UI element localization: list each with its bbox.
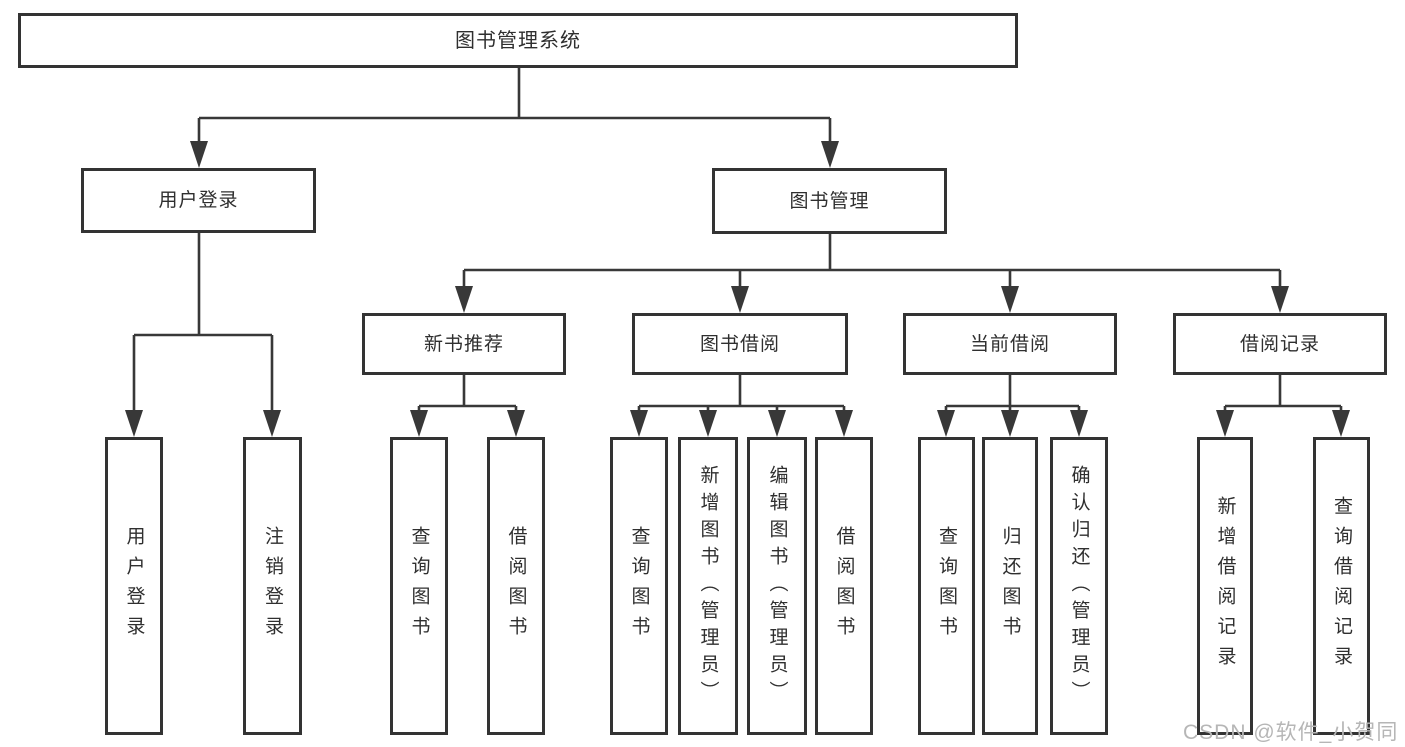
- node-current-borrow: 当前借阅: [903, 313, 1117, 375]
- arrow-down-icon: [1070, 410, 1088, 437]
- leaf-confirm-return-admin: 确认归还（管理员）: [1050, 437, 1108, 735]
- leaf-add-borrow-record: 新增借阅记录: [1197, 437, 1253, 735]
- arrow-down-icon: [1216, 410, 1234, 437]
- arrow-down-icon: [1271, 286, 1289, 313]
- arrow-down-icon: [507, 410, 525, 437]
- node-new-book-recommend: 新书推荐: [362, 313, 566, 375]
- arrow-down-icon: [190, 141, 208, 168]
- arrow-down-icon: [1001, 286, 1019, 313]
- leaf-edit-books-admin: 编辑图书（管理员）: [747, 437, 807, 735]
- csdn-watermark: CSDN @软件_小贺同学: [1183, 721, 1399, 744]
- arrow-down-icon: [455, 286, 473, 313]
- leaf-return-books: 归还图书: [982, 437, 1038, 735]
- arrow-down-icon: [125, 410, 143, 437]
- arrow-down-icon: [731, 286, 749, 313]
- leaf-borrow-books: 借阅图书: [815, 437, 873, 735]
- leaf-query-books: 查询图书: [390, 437, 448, 735]
- leaf-query-books: 查询图书: [918, 437, 975, 735]
- node-book-borrow: 图书借阅: [632, 313, 848, 375]
- arrow-down-icon: [937, 410, 955, 437]
- node-borrow-records: 借阅记录: [1173, 313, 1387, 375]
- leaf-logout: 注销登录: [243, 437, 302, 735]
- arrow-down-icon: [768, 410, 786, 437]
- arrow-down-icon: [699, 410, 717, 437]
- leaf-borrow-books: 借阅图书: [487, 437, 545, 735]
- arrow-down-icon: [835, 410, 853, 437]
- leaf-add-books-admin: 新增图书（管理员）: [678, 437, 738, 735]
- arrow-down-icon: [410, 410, 428, 437]
- leaf-user-login: 用户登录: [105, 437, 163, 735]
- arrow-down-icon: [263, 410, 281, 437]
- node-user-login: 用户登录: [81, 168, 316, 233]
- arrow-down-icon: [1001, 410, 1019, 437]
- arrow-down-icon: [1332, 410, 1350, 437]
- leaf-query-books: 查询图书: [610, 437, 668, 735]
- leaf-query-borrow-record: 查询借阅记录: [1313, 437, 1370, 735]
- node-root-book-management-system: 图书管理系统: [18, 13, 1018, 68]
- arrow-down-icon: [821, 141, 839, 168]
- arrow-down-icon: [630, 410, 648, 437]
- node-book-management: 图书管理: [712, 168, 947, 234]
